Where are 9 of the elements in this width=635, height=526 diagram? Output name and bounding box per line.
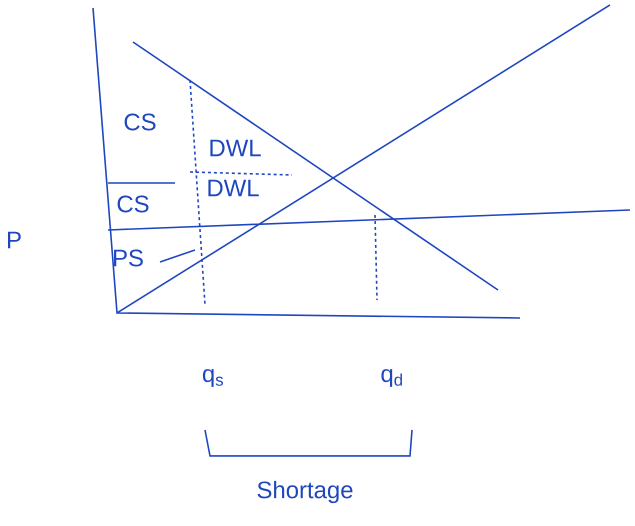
- axis-label: q$_{s}$: [202, 369, 223, 387]
- axis-label: CS: [124, 114, 156, 130]
- axis-label: PS: [114, 250, 143, 266]
- axis-label: DWL: [210, 140, 261, 156]
- axis-label: CS: [118, 196, 148, 212]
- axis-label: P: [8, 232, 21, 248]
- axis-label: q$_{d}$: [381, 369, 402, 387]
- axis-label: DWL: [208, 180, 259, 196]
- axis-label: Shortage: [258, 480, 352, 504]
